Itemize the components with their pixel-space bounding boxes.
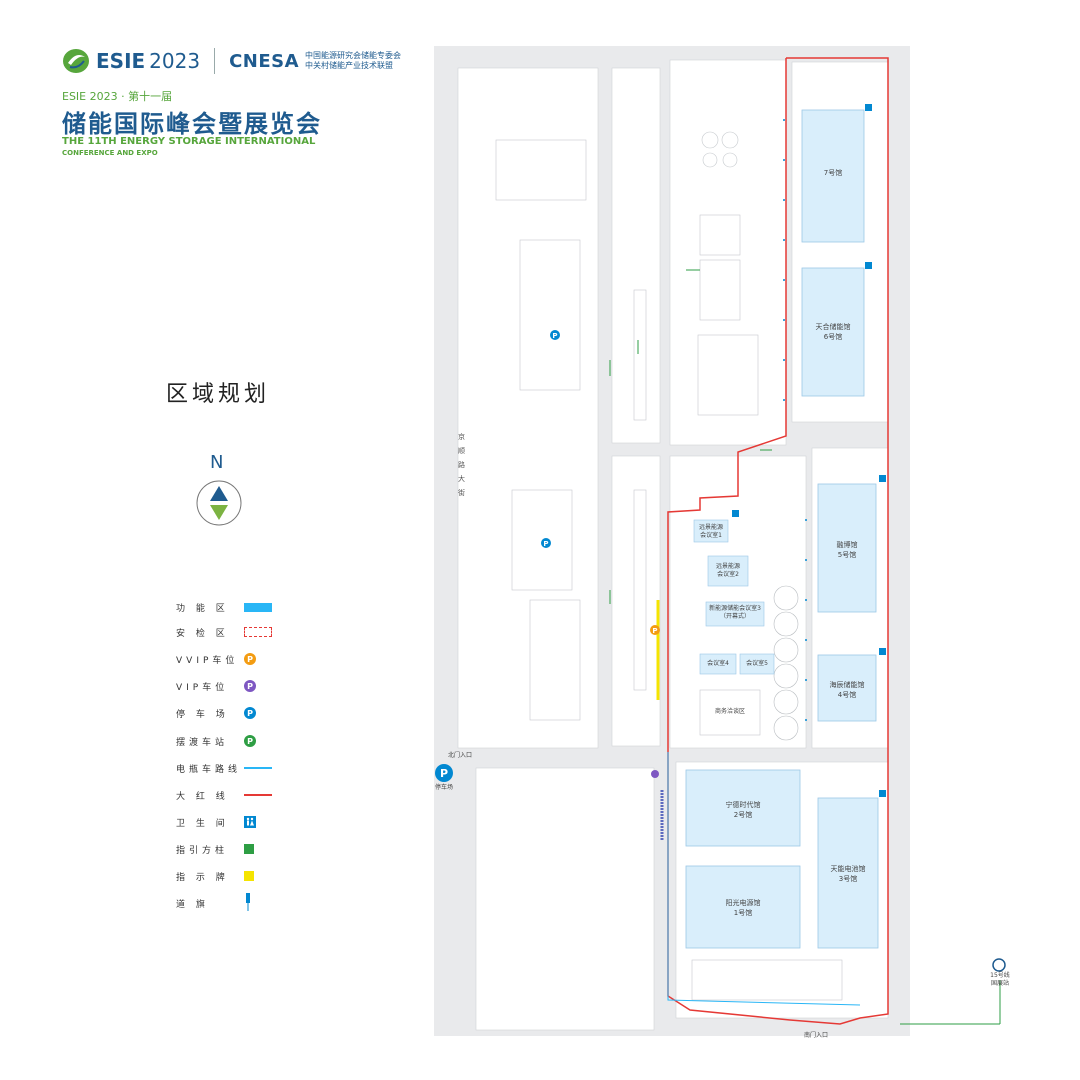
legend-label: 指 示 牌 (176, 872, 229, 883)
north-entrance-label: 北门入口 (447, 752, 472, 759)
round-towers (773, 585, 799, 741)
legend-label: 大 红 线 (176, 791, 229, 802)
legend-label: 功 能 区 (176, 603, 229, 614)
legend-label: 指引方柱 (176, 845, 229, 856)
room-c-label: 新能源储能会议室3 （开幕式） (709, 605, 761, 620)
flag-icon (246, 893, 250, 911)
logo-divider (214, 48, 216, 74)
svg-text:P: P (440, 767, 448, 780)
metro-station-icon (992, 958, 1006, 972)
edition-label: ESIE 2023 · 第十一届 (62, 90, 173, 103)
function-area-swatch (244, 602, 272, 612)
red-line-icon (244, 794, 272, 796)
room-a-label: 远景能源 会议室1 (698, 524, 723, 539)
partner-subtitle: 中国能源研究会储能专委会 中关村储能产业技术联盟 (305, 51, 401, 71)
legend-label: VVIP车位 (176, 655, 239, 666)
meeting-rooms (693, 519, 775, 675)
legend-item-parking: 停 车 场 P (176, 706, 276, 720)
vvip-parking-icon: P (244, 653, 256, 665)
page-title: 储能国际峰会暨展览会 (62, 110, 322, 138)
hall-6n-label: 天合储能馆 6号馆 (815, 323, 851, 341)
english-title-line-1: THE 11TH ENERGY STORAGE INTERNATIONAL (62, 136, 316, 147)
shuttle-stop-icon: P (244, 735, 256, 747)
hall-2-label: 宁德时代馆 2号馆 (725, 801, 761, 819)
south-entrance-label: 南门入口 (803, 1032, 828, 1039)
room-d-label: 会议室4 (707, 660, 729, 667)
english-title-line-2: CONFERENCE AND EXPO (62, 149, 158, 157)
vip-parking-icon: P (244, 680, 256, 692)
legend-label: 停 车 场 (176, 709, 229, 720)
parking-markers (435, 330, 1006, 972)
parking-marker-north (550, 330, 560, 340)
svg-text:P: P (652, 627, 657, 635)
hall-1-label: 阳光电源馆 1号馆 (725, 899, 761, 917)
vvip-parking-marker (650, 625, 660, 635)
hall-3-label: 天能电池馆 3号馆 (830, 865, 866, 883)
header-logos: ESIE 2023 CNESA 中国能源研究会储能专委会 中关村储能产业技术联盟 (62, 46, 401, 76)
brand-year: 2023 (149, 49, 201, 73)
partner-subtitle-2: 中关村储能产业技术联盟 (305, 61, 394, 70)
room-e-label: 会议室5 (746, 660, 768, 667)
guide-pillar-icon (244, 844, 254, 854)
legend-label: 电瓶车路线 (176, 764, 242, 775)
parking-glyphs: P P P P (440, 332, 658, 780)
legend-item-vvip-parking: VVIP车位 P (176, 652, 276, 666)
legend-item-red-line: 大 红 线 (176, 788, 276, 802)
hall-7n-label: 7号馆 (823, 169, 843, 177)
sign-board-icon (244, 871, 254, 881)
svg-text:P: P (552, 332, 557, 340)
legend-label: 摆渡车站 (176, 737, 229, 748)
metro-station-label: 15号线 国展站 (990, 972, 1010, 987)
legend-item-shuttle-stop: 摆渡车站 P (176, 734, 276, 748)
legend-label: VIP车位 (176, 682, 229, 693)
legend-label: 安 检 区 (176, 628, 229, 639)
brand-name: ESIE (96, 49, 146, 73)
cart-route-line (667, 752, 861, 1006)
legend-label: 道 旗 (176, 899, 209, 910)
parking-area-label: 停车场 (434, 784, 453, 791)
svg-text:P: P (543, 540, 548, 548)
hall-5-label: 融博馆 5号馆 (836, 541, 858, 559)
legend-label: 卫 生 间 (176, 818, 229, 829)
legend-item-flag: 道 旗 (176, 893, 276, 911)
legend-item-cart-route: 电瓶车路线 (176, 761, 276, 775)
partner-subtitle-1: 中国能源研究会储能专委会 (305, 51, 402, 60)
legend-item-restroom: 卫 生 间 (176, 815, 276, 829)
north-label: N (210, 452, 224, 473)
parking-icon: P (244, 707, 256, 719)
legend-item-security-area: 安 检 区 (176, 625, 276, 639)
partner-name: CNESA (229, 50, 300, 72)
parking-marker-middle (541, 538, 551, 548)
room-f-label: 商务洽谈区 (714, 708, 745, 715)
esie-logo-icon (63, 49, 89, 73)
road-flags (783, 119, 807, 721)
road-name-label: 京顺路大街 (458, 433, 465, 497)
vip-parking-marker (651, 770, 659, 778)
exhibition-halls (685, 109, 879, 949)
cart-route-line-icon (244, 767, 272, 769)
compass-icon (196, 480, 242, 526)
restroom-markers (732, 104, 886, 797)
legend-item-function-area: 功 能 区 (176, 600, 276, 614)
room-b-label: 远景能源 会议室2 (715, 563, 740, 578)
security-area-swatch (244, 627, 272, 637)
legend-item-sign-board: 指 示 牌 (176, 869, 276, 883)
guide-arrows (609, 269, 1001, 1025)
building-outlines (495, 131, 843, 1001)
hall-4-label: 海辰储能馆 4号馆 (829, 681, 865, 699)
section-title: 区域规划 (166, 382, 271, 407)
legend-item-guide-pillar: 指引方柱 (176, 842, 276, 856)
restroom-icon (244, 816, 256, 828)
parking-marker-south (435, 764, 453, 782)
legend-item-vip-parking: VIP车位 P (176, 679, 276, 693)
